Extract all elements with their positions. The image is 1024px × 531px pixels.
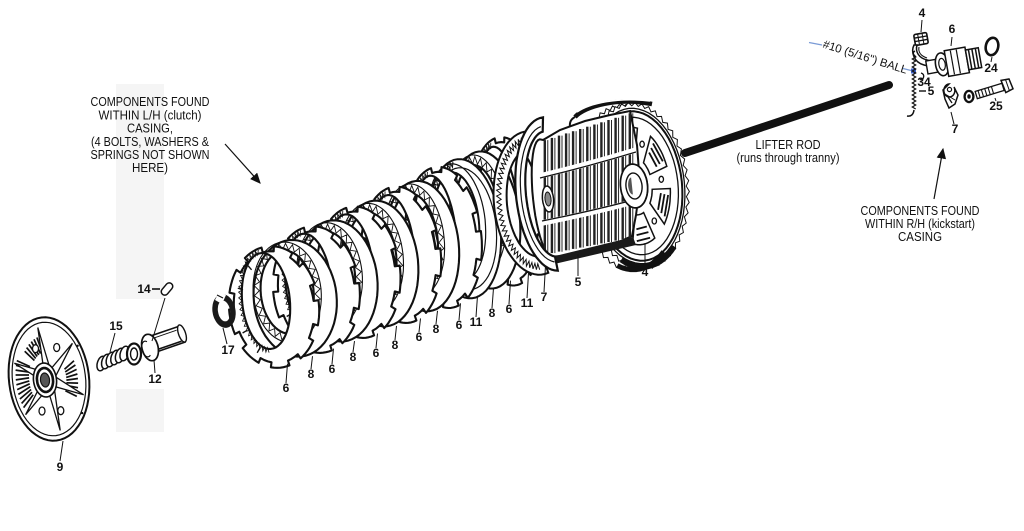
svg-text:5: 5 [575,275,582,289]
svg-text:9: 9 [57,460,64,474]
svg-text:4: 4 [642,265,649,279]
svg-text:(runs through tranny): (runs through tranny) [737,150,840,165]
svg-text:24: 24 [984,61,998,75]
svg-text:COMPONENTS FOUND: COMPONENTS FOUND [861,203,980,218]
svg-text:#10 (5/16") BALL: #10 (5/16") BALL [821,39,909,77]
svg-text:17: 17 [221,343,235,357]
svg-text:8: 8 [392,338,399,352]
svg-text:WITHIN R/H (kickstart): WITHIN R/H (kickstart) [865,216,975,231]
svg-text:14: 14 [137,282,151,296]
svg-text:8: 8 [308,367,315,381]
svg-text:15: 15 [109,319,123,333]
svg-text:6: 6 [506,302,513,316]
svg-text:LIFTER ROD: LIFTER ROD [756,137,821,152]
svg-text:8: 8 [433,322,440,336]
svg-text:WITHIN L/H (clutch): WITHIN L/H (clutch) [99,107,202,122]
svg-text:8: 8 [489,306,496,320]
svg-text:12: 12 [148,372,162,386]
svg-text:(4 BOLTS, WASHERS &: (4 BOLTS, WASHERS & [91,134,209,149]
svg-text:6: 6 [373,346,380,360]
svg-text:6: 6 [283,381,290,395]
svg-text:34: 34 [917,75,931,89]
svg-text:CASING: CASING [898,229,942,244]
svg-text:HERE): HERE) [132,160,168,175]
svg-text:6: 6 [329,362,336,376]
svg-text:COMPONENTS FOUND: COMPONENTS FOUND [91,94,210,109]
svg-text:4: 4 [919,6,926,20]
svg-text:7: 7 [541,290,548,304]
svg-text:SPRINGS NOT SHOWN: SPRINGS NOT SHOWN [91,147,210,162]
svg-text:8: 8 [350,350,357,364]
svg-text:5: 5 [928,84,935,98]
svg-text:25: 25 [989,99,1003,113]
svg-text:11: 11 [521,296,534,310]
svg-text:CASING,: CASING, [127,121,173,136]
svg-text:6: 6 [456,318,463,332]
svg-text:11: 11 [470,315,483,329]
svg-text:7: 7 [952,122,959,136]
svg-text:6: 6 [416,330,423,344]
svg-text:6: 6 [949,22,956,36]
